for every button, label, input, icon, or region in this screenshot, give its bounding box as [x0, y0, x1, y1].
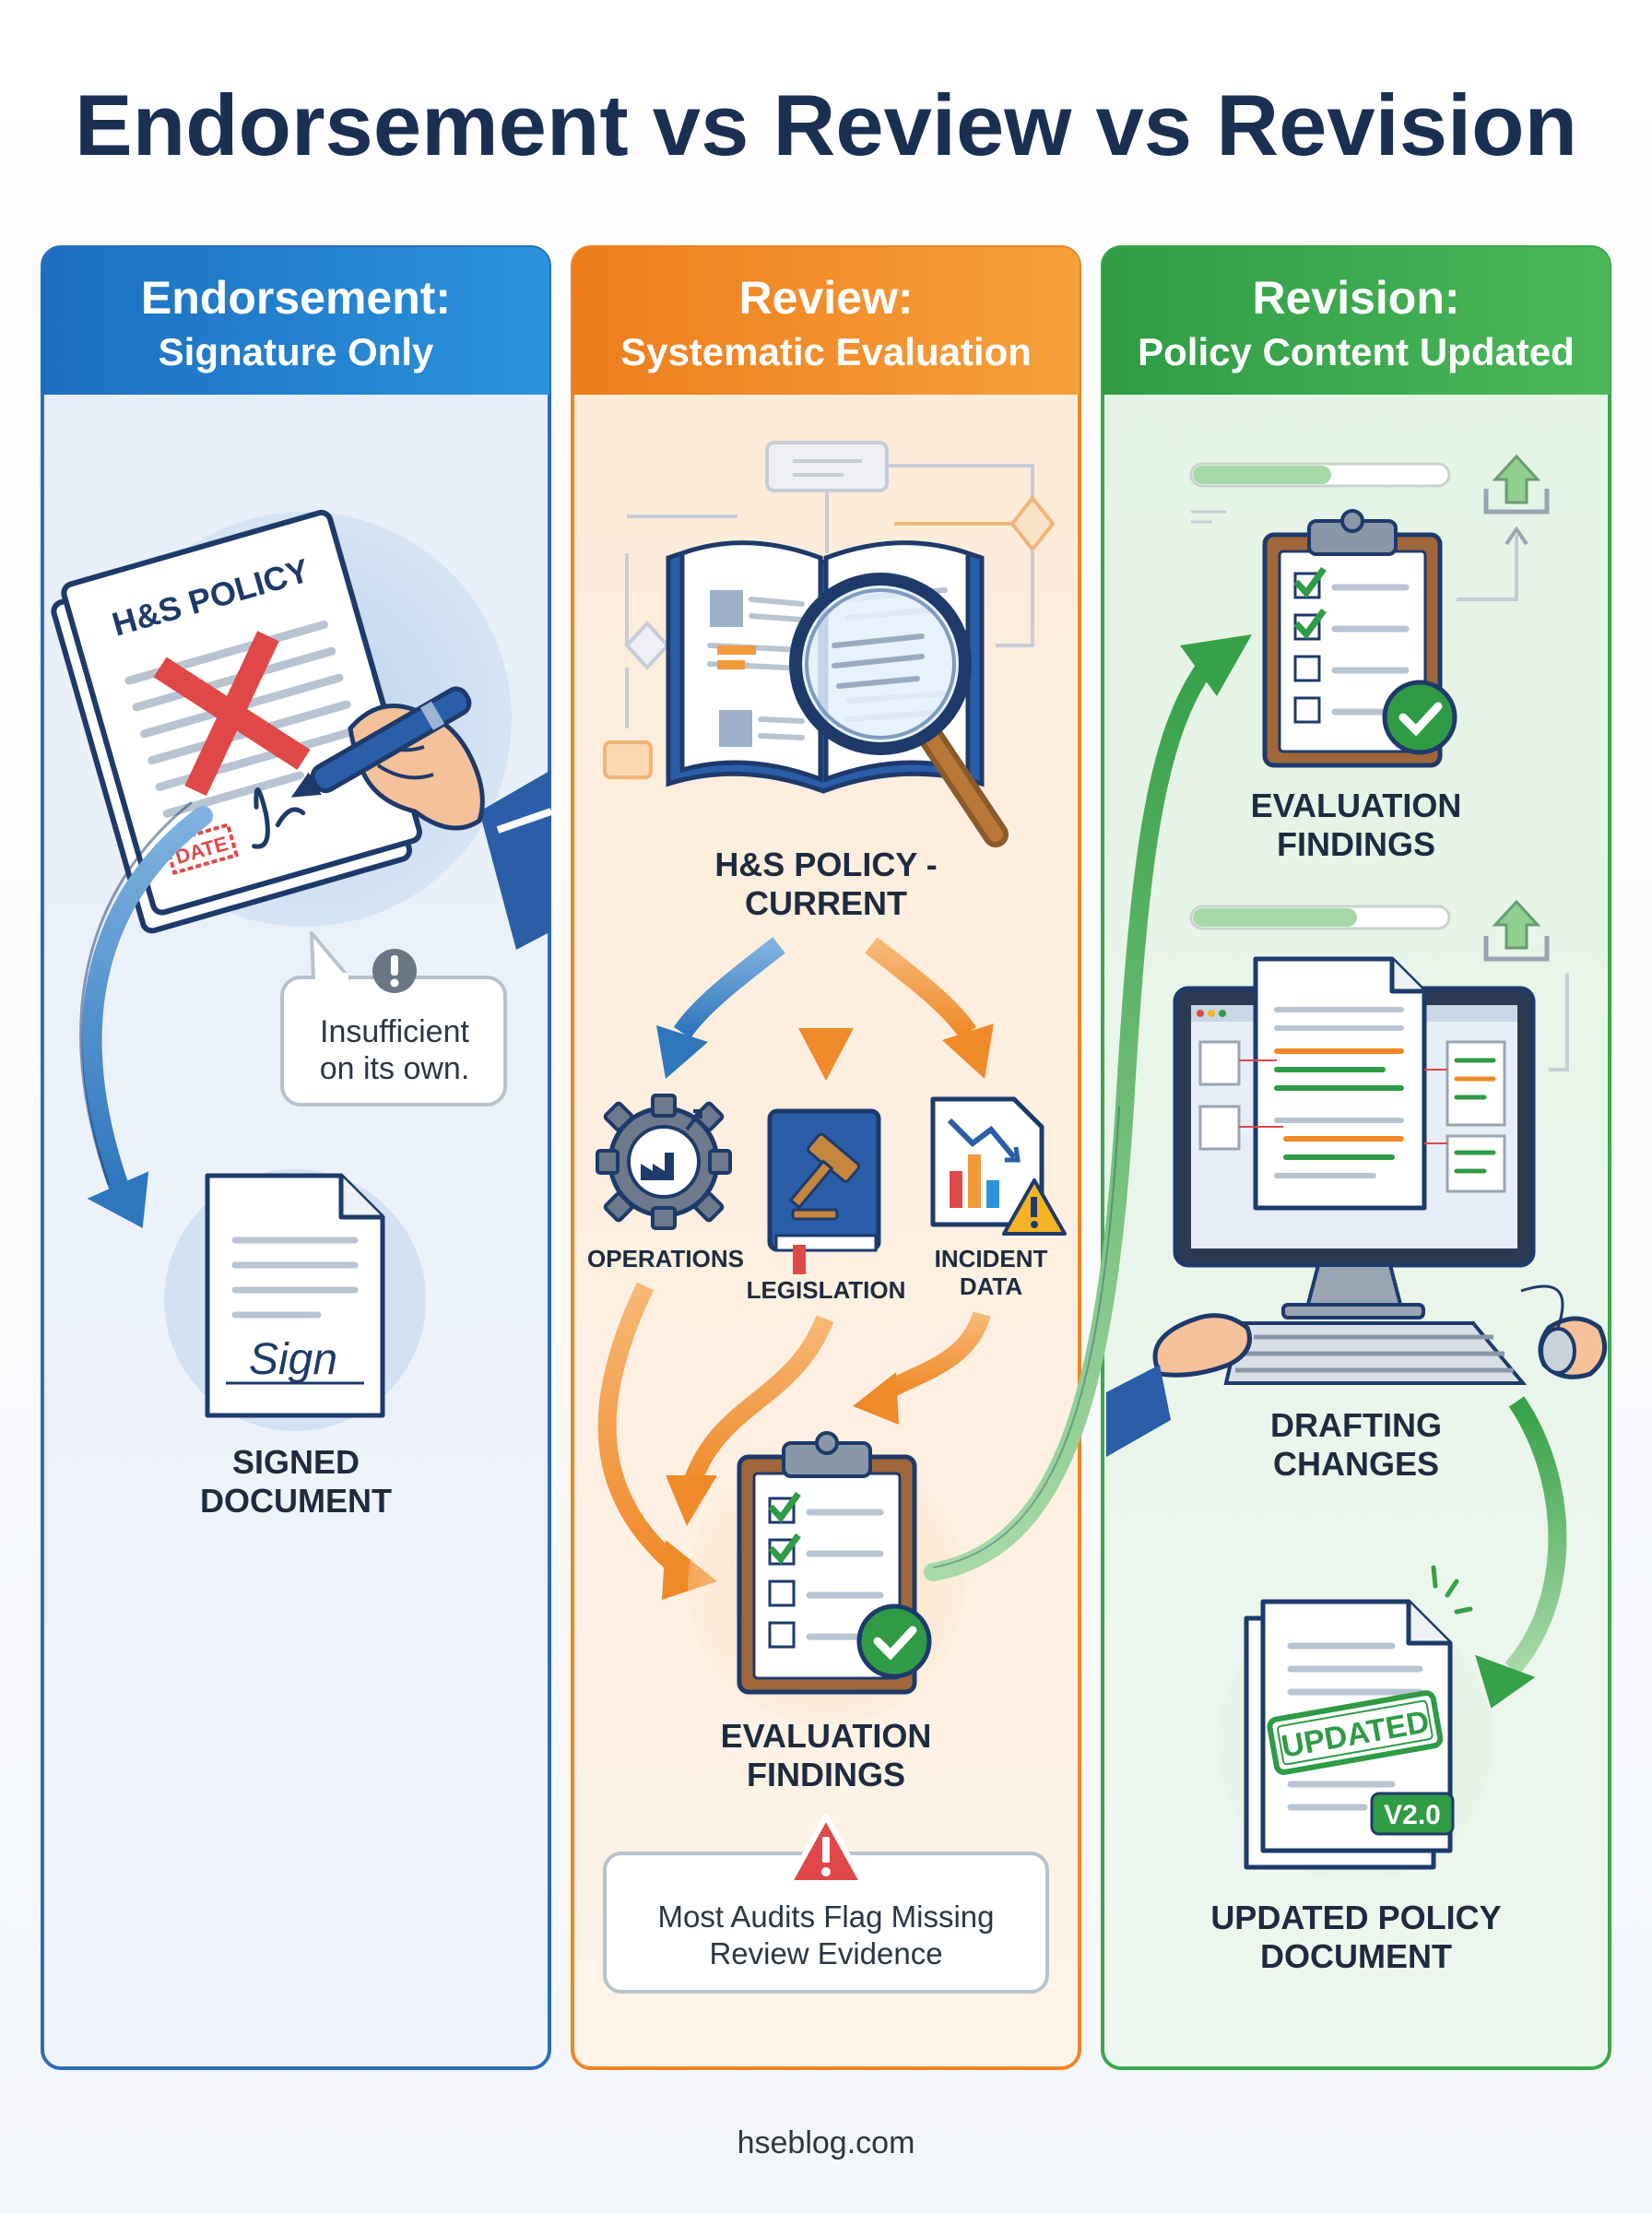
- progress-bar-middle: [1189, 905, 1451, 930]
- signed-document-icon: Sign: [164, 1169, 426, 1431]
- signed-document-label-2: DOCUMENT: [200, 1482, 392, 1520]
- updated-policy-label-1: UPDATED POLICY: [1210, 1899, 1501, 1936]
- column-review: Review: Systematic Evaluation: [571, 245, 1081, 2070]
- page-title: Endorsement vs Review vs Revision: [75, 77, 1577, 173]
- revision-clipboard-icon: [1262, 509, 1457, 768]
- insufficient-callout: Insufficient on its own.: [280, 931, 507, 1106]
- monitor-editor-icon: [1106, 956, 1608, 1457]
- magnifier-book-icon: [666, 540, 1009, 847]
- signed-document-label-1: SIGNED: [232, 1443, 360, 1481]
- flow-arrow-endorsement: [79, 800, 213, 1228]
- revision-subheading: Policy Content Updated: [1138, 330, 1575, 373]
- connector-top-head: [1504, 526, 1528, 546]
- callout-line-2: on its own.: [320, 1051, 470, 1086]
- policy-current-label-1: H&S POLICY -: [714, 846, 937, 883]
- revision-heading: Revision:: [1252, 272, 1459, 324]
- audit-warning-line-2: Review Evidence: [709, 1936, 942, 1970]
- footer-source: hseblog.com: [738, 2125, 915, 2160]
- column-endorsement: Endorsement: Signature Only H&S POLICY: [41, 245, 553, 2070]
- gavel-book-icon: [767, 1108, 881, 1274]
- pen-hand-icon: [290, 686, 553, 950]
- warning-triangle-icon: [786, 1814, 866, 1886]
- drafting-label-1: DRAFTING: [1270, 1406, 1442, 1444]
- flowchart-background: [603, 441, 1056, 779]
- review-subheading: Systematic Evaluation: [620, 330, 1032, 373]
- input-incident-label-1: INCIDENT: [935, 1245, 1048, 1272]
- updated-document-icon: UPDATED V2.0: [1217, 1565, 1493, 1881]
- updated-policy-label-2: DOCUMENT: [1260, 1937, 1452, 1975]
- column-revision: Revision: Policy Content Updated: [1101, 245, 1611, 2070]
- review-findings-label-2: FINDINGS: [747, 1756, 905, 1793]
- connector-middle: [1549, 973, 1569, 1071]
- split-arrows: [656, 937, 994, 1081]
- alert-icon: [372, 949, 417, 993]
- flow-arrow-review-to-revision: [924, 634, 1252, 1581]
- version-badge: V2.0: [1384, 1800, 1441, 1830]
- policy-current-label-2: CURRENT: [745, 884, 907, 922]
- endorsement-heading: Endorsement:: [141, 272, 451, 324]
- progress-bar-top: [1189, 462, 1451, 524]
- red-x-icon: [153, 631, 311, 797]
- chart-warning-icon: [930, 1096, 1067, 1236]
- input-incident-label-2: DATA: [960, 1272, 1023, 1300]
- converge-arrows: [597, 1282, 991, 1600]
- input-legislation-label: LEGISLATION: [747, 1276, 906, 1304]
- review-heading: Review:: [739, 272, 914, 324]
- revision-findings-label-2: FINDINGS: [1277, 825, 1435, 863]
- clipboard-check-icon: [688, 1431, 964, 1724]
- audit-warning-box: Most Audits Flag Missing Review Evidence: [603, 1814, 1049, 1994]
- drafting-label-2: CHANGES: [1273, 1445, 1439, 1483]
- review-findings-label-1: EVALUATION: [721, 1717, 932, 1755]
- audit-warning-line-1: Most Audits Flag Missing: [658, 1899, 995, 1934]
- input-operations-label: OPERATIONS: [587, 1245, 744, 1272]
- gear-factory-icon: [596, 1094, 732, 1230]
- sign-script: Sign: [249, 1335, 337, 1384]
- revision-findings-label-1: EVALUATION: [1251, 787, 1462, 824]
- flow-arrow-revision-down: [1475, 1396, 1567, 1709]
- endorsement-subheading: Signature Only: [159, 330, 434, 373]
- connector-top: [1457, 535, 1518, 601]
- upload-icon-2: [1483, 899, 1550, 962]
- callout-line-1: Insufficient: [320, 1014, 469, 1049]
- upload-icon: [1483, 454, 1550, 515]
